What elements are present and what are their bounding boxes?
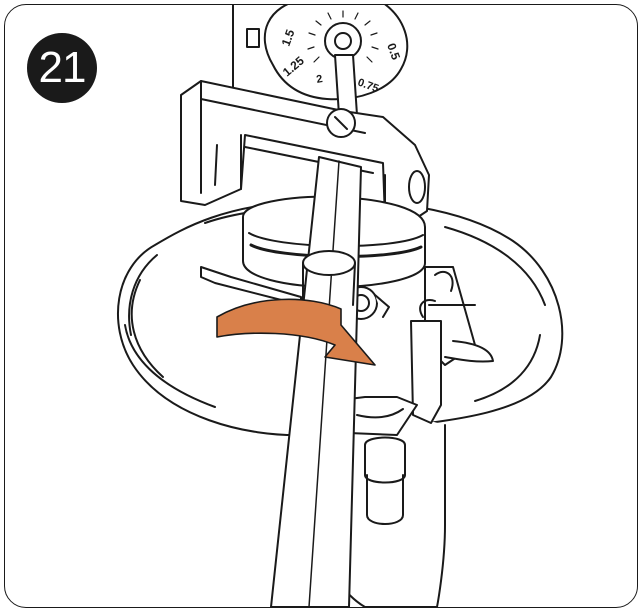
dial-label-2: 2 xyxy=(315,73,323,86)
step-number-badge: 21 xyxy=(27,33,97,103)
rear-shaft xyxy=(334,54,358,116)
curved-rotation-arrow-icon xyxy=(216,298,376,366)
dial-label-1-5: 1.5 xyxy=(279,27,298,48)
illustration-frame: 21 xyxy=(4,4,638,608)
turntable-tonearm-illustration: 1.5 1.25 2 0.5 0.75 xyxy=(116,5,564,607)
step-number: 21 xyxy=(38,43,87,92)
arm-base-housing xyxy=(334,394,446,607)
tonearm-tube xyxy=(270,156,362,607)
arm-lift-assembly xyxy=(410,266,494,424)
dial-label-0-5: 0.5 xyxy=(384,41,403,62)
